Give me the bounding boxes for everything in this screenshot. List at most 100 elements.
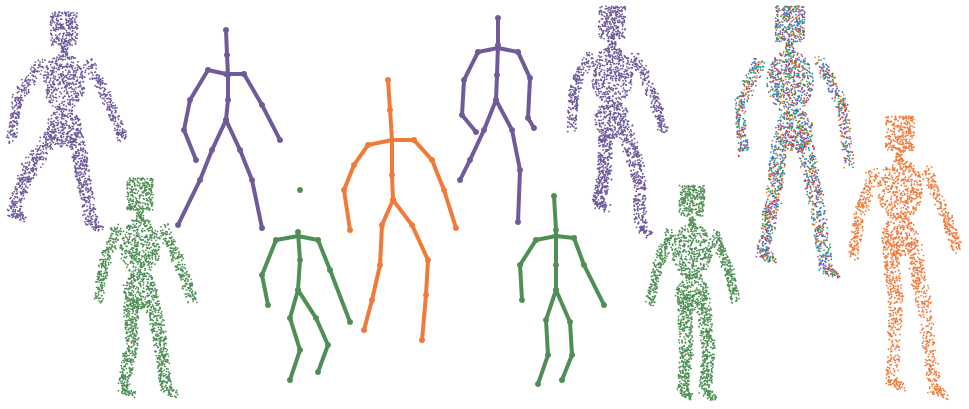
cloud-point	[80, 73, 82, 75]
cloud-point	[155, 249, 157, 251]
cloud-point	[143, 287, 145, 289]
cloud-point	[167, 353, 169, 355]
cloud-point	[49, 134, 51, 136]
cloud-point	[76, 175, 78, 177]
cloud-point	[15, 201, 17, 203]
cloud-point	[165, 242, 167, 244]
cloud-point	[70, 58, 72, 60]
cloud-point	[68, 11, 70, 13]
cloud-point	[84, 152, 86, 154]
cloud-point	[74, 117, 76, 119]
cloud-point	[57, 13, 59, 15]
cloud-point	[109, 246, 111, 248]
cloud-point	[150, 226, 152, 228]
cloud-point	[72, 33, 74, 35]
purple-skeleton-6	[457, 15, 537, 225]
cloud-point	[141, 239, 143, 241]
cloud-point	[45, 66, 47, 68]
purple-cloud-1	[6, 11, 127, 232]
cloud-point	[87, 63, 89, 65]
cloud-point	[611, 41, 613, 43]
cloud-point	[42, 61, 44, 63]
cloud-point	[73, 75, 75, 77]
cloud-point	[21, 186, 23, 188]
cloud-point	[78, 154, 80, 156]
cloud-point	[158, 255, 160, 257]
cloud-point	[72, 78, 74, 80]
cloud-point	[614, 25, 616, 27]
cloud-point	[133, 259, 135, 261]
cloud-point	[7, 210, 9, 212]
cloud-point	[129, 184, 131, 186]
cloud-point	[55, 34, 57, 36]
cloud-point	[617, 20, 619, 22]
cloud-point	[60, 145, 62, 147]
cloud-point	[606, 20, 608, 22]
cloud-point	[166, 231, 168, 233]
cloud-point	[130, 369, 132, 371]
cloud-point	[62, 36, 64, 38]
cloud-point	[154, 263, 156, 265]
cloud-point	[79, 91, 81, 93]
cloud-point	[71, 134, 73, 136]
cloud-point	[619, 33, 621, 35]
cloud-point	[142, 195, 144, 197]
cloud-point	[142, 291, 144, 293]
cloud-point	[42, 148, 44, 150]
cloud-point	[159, 236, 161, 238]
cloud-point	[42, 59, 44, 61]
cloud-point	[64, 42, 66, 44]
skeleton-joint	[259, 225, 265, 231]
cloud-point	[172, 254, 174, 256]
cloud-point	[119, 126, 121, 128]
skeleton-joint	[224, 52, 230, 58]
cloud-point	[163, 343, 165, 345]
cloud-point	[135, 288, 137, 290]
cloud-point	[122, 372, 124, 374]
cloud-point	[22, 191, 24, 193]
skeleton-joint	[425, 257, 431, 263]
cloud-point	[12, 193, 14, 195]
cloud-point	[179, 273, 181, 275]
cloud-point	[143, 284, 145, 286]
cloud-point	[139, 178, 141, 180]
cloud-point	[54, 14, 56, 16]
cloud-point	[621, 35, 623, 37]
cloud-point	[76, 97, 78, 99]
cloud-point	[137, 185, 139, 187]
cloud-point	[127, 264, 129, 266]
cloud-point	[16, 190, 18, 192]
cloud-point	[98, 281, 100, 283]
cloud-point	[58, 143, 60, 145]
cloud-point	[75, 16, 77, 18]
cloud-point	[125, 234, 127, 236]
cloud-point	[122, 353, 124, 355]
cloud-point	[612, 21, 614, 23]
cloud-point	[11, 130, 13, 132]
cloud-point	[140, 179, 142, 181]
cloud-point	[30, 72, 32, 74]
cloud-point	[122, 378, 124, 380]
cloud-point	[75, 100, 77, 102]
cloud-point	[599, 7, 601, 9]
cloud-point	[61, 46, 63, 48]
cloud-point	[7, 131, 9, 133]
skeleton-joint	[205, 67, 211, 73]
cloud-point	[141, 263, 143, 265]
cloud-point	[155, 355, 157, 357]
cloud-point	[128, 291, 130, 293]
cloud-point	[142, 205, 144, 207]
cloud-point	[61, 112, 63, 114]
cloud-point	[107, 98, 109, 100]
cloud-point	[66, 35, 68, 37]
cloud-point	[53, 132, 55, 134]
cloud-point	[20, 219, 22, 221]
skeleton-joint	[223, 117, 229, 123]
cloud-point	[76, 24, 78, 26]
cloud-point	[98, 276, 100, 278]
cloud-point	[81, 197, 83, 199]
cloud-point	[138, 282, 140, 284]
cloud-point	[112, 118, 114, 120]
cloud-point	[138, 302, 140, 304]
cloud-point	[157, 323, 159, 325]
